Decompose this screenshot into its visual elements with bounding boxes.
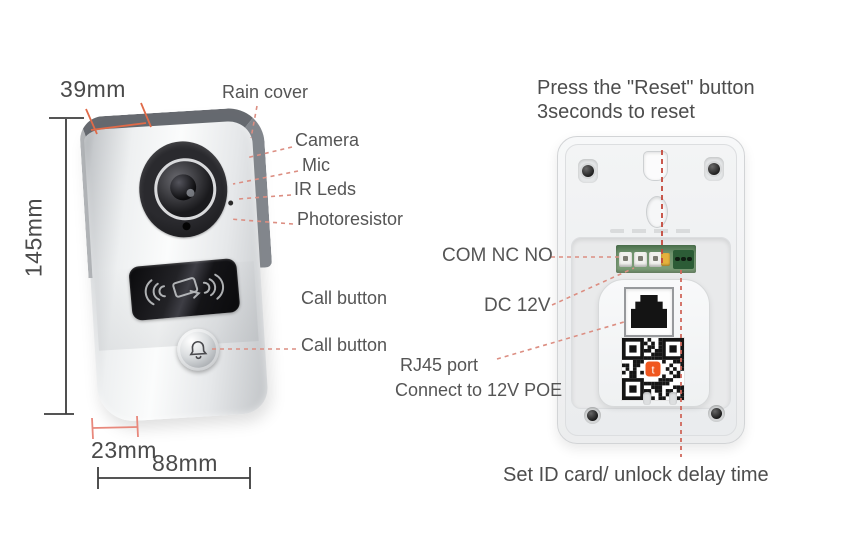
dim-top-width: 39mm — [60, 76, 126, 102]
doorbell-front-view — [78, 106, 273, 423]
embossed-markings — [610, 229, 698, 233]
label-mic: Mic — [302, 155, 330, 175]
label-com-nc-no: COM NC NO — [442, 245, 553, 266]
qr-code: t — [622, 338, 684, 400]
label-camera: Camera — [295, 130, 360, 150]
rfid-card-reader — [128, 257, 241, 322]
label-ir-leds: IR Leds — [294, 179, 357, 199]
rj45-port[interactable] — [624, 287, 674, 337]
note-set-id-card: Set ID card/ unlock delay time — [503, 464, 769, 486]
relay-terminal — [634, 252, 647, 267]
screw-hole-top-right — [704, 157, 724, 181]
screw-hole-top-left — [578, 159, 598, 183]
dim-bottom-width: 88mm — [152, 450, 218, 476]
label-rj45-port: RJ45 port — [400, 355, 479, 375]
terminal-pcb — [616, 245, 696, 273]
power-screw-terminal — [673, 250, 694, 269]
connector-module: t — [598, 279, 710, 407]
reset-button[interactable] — [661, 253, 670, 266]
mount-hook-slot — [643, 151, 668, 181]
camera-lens — [169, 173, 197, 202]
module-notch — [669, 392, 677, 405]
dim-bottom-depth: 23mm — [91, 437, 157, 463]
screw-hole-bottom-right — [708, 405, 725, 422]
label-dc-12v: DC 12V — [484, 295, 551, 316]
rj45-jack — [631, 295, 667, 328]
screw-hole-bottom-left — [584, 407, 601, 424]
ir-led-ring — [152, 156, 219, 223]
label-call-button-lower: Call button — [301, 335, 388, 355]
label-photoresistor: Photoresistor — [297, 209, 404, 229]
label-call-button-upper: Call button — [301, 288, 388, 308]
photoresistor-dot — [182, 221, 191, 231]
svg-text:t: t — [651, 365, 654, 377]
module-notch — [643, 392, 651, 405]
cable-hole — [646, 196, 668, 228]
relay-terminal — [619, 252, 632, 267]
call-button[interactable] — [175, 327, 221, 372]
contactless-card-icon — [144, 273, 225, 306]
bell-icon — [189, 340, 208, 360]
relay-terminal — [649, 252, 662, 267]
note-reset-line2: 3seconds to reset — [537, 101, 695, 123]
label-rj45-poe: Connect to 12V POE — [395, 380, 563, 400]
dim-height: 145mm — [20, 197, 47, 278]
note-reset-line1: Press the "Reset" button — [537, 77, 755, 99]
label-rain-cover: Rain cover — [222, 82, 309, 102]
doorbell-back-view: t — [557, 136, 745, 444]
lens-glint — [186, 188, 195, 198]
